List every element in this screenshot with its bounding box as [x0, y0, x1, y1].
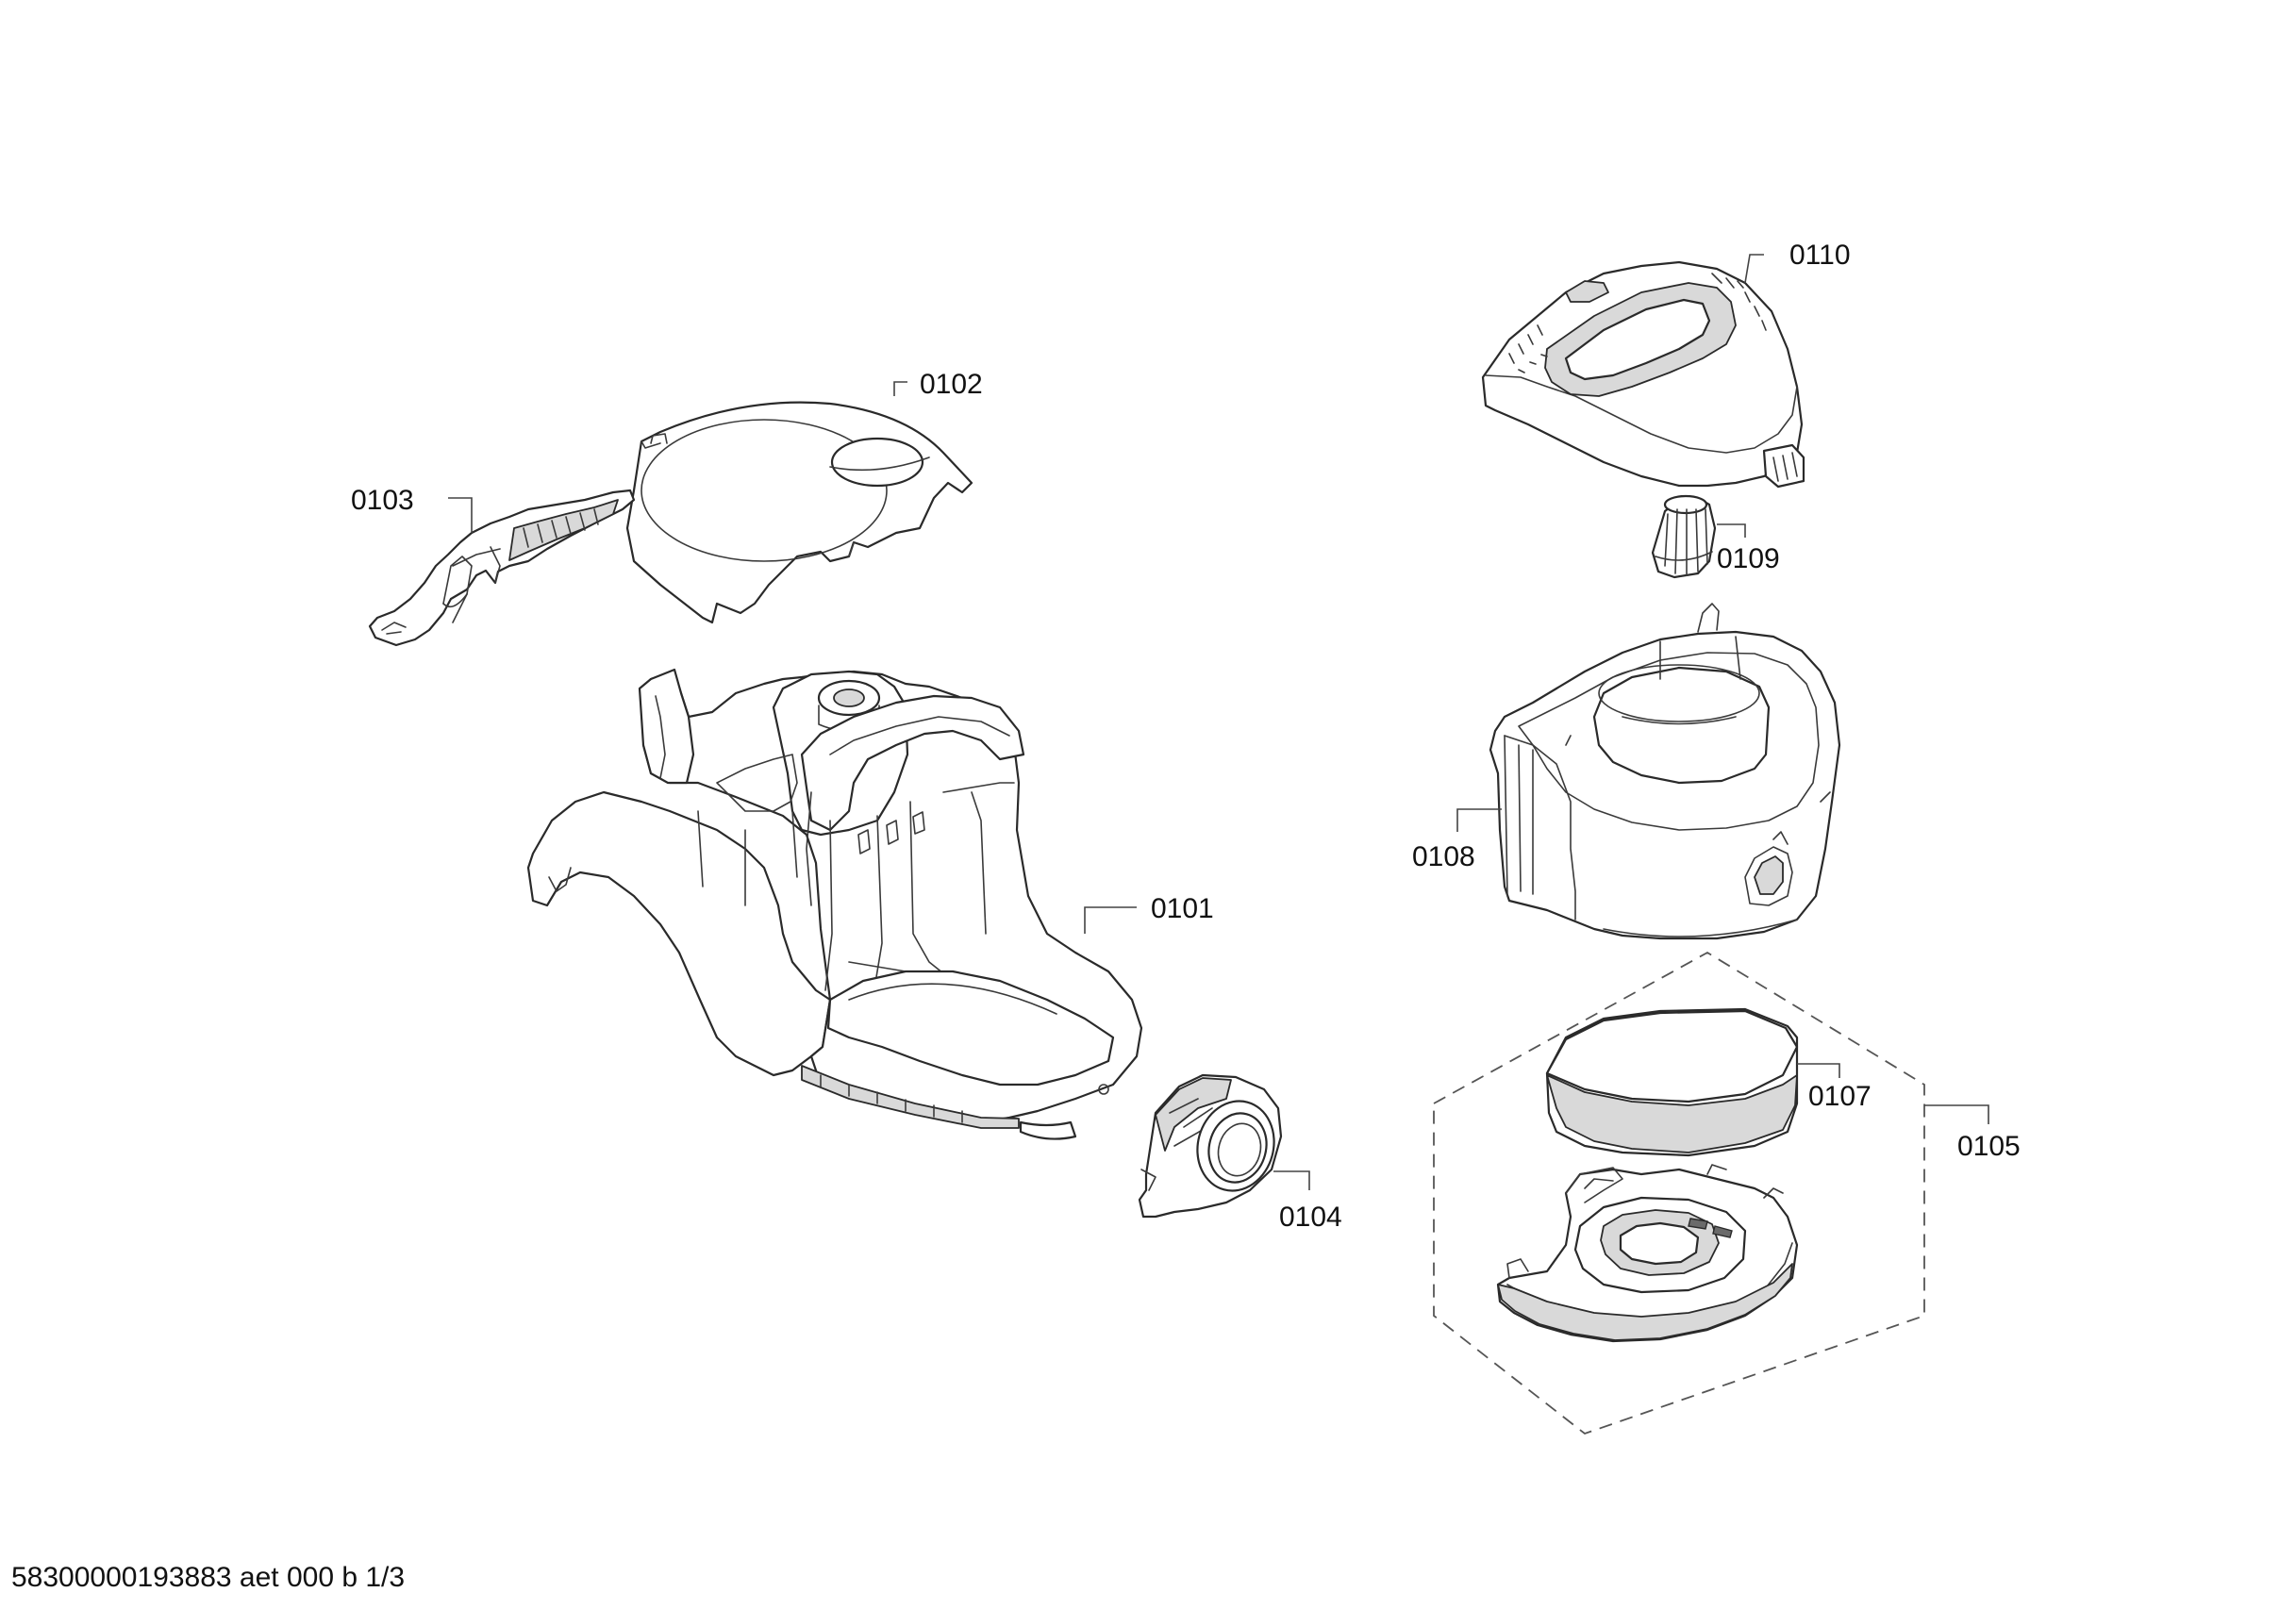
leader-0110: [1744, 254, 1764, 284]
label-0104: 0104: [1279, 1202, 1342, 1233]
label-0108: 0108: [1412, 841, 1475, 872]
part-0109-knob[interactable]: [1651, 494, 1717, 579]
part-0102-top-cover[interactable]: [625, 401, 973, 624]
part-0108-dust-container[interactable]: [1489, 603, 1841, 940]
leader-0101: [1084, 906, 1137, 934]
leader-0103: [448, 497, 473, 533]
label-0110: 0110: [1789, 240, 1851, 271]
leader-0105: [1924, 1104, 1989, 1124]
label-0109: 0109: [1717, 543, 1780, 574]
label-0107: 0107: [1808, 1081, 1872, 1112]
label-0103: 0103: [351, 485, 414, 516]
label-0102: 0102: [920, 369, 983, 400]
leader-0104: [1273, 1170, 1310, 1190]
part-0107-filter[interactable]: [1545, 1007, 1799, 1157]
leader-0109: [1717, 523, 1746, 538]
part-0110-container-lid[interactable]: [1481, 260, 1805, 489]
part-0103-handle[interactable]: [368, 489, 636, 647]
leader-0107: [1797, 1063, 1840, 1078]
document-footer-id: 58300000193883 aet 000 b 1/3: [11, 1562, 406, 1593]
group-0105-filter-assembly[interactable]: [1433, 951, 1925, 1435]
leader-0102: [893, 381, 907, 396]
leader-0108: [1456, 808, 1502, 832]
part-0104-hose-connector[interactable]: [1138, 1073, 1284, 1219]
part-0101-housing[interactable]: [526, 668, 1143, 1140]
label-0105: 0105: [1957, 1131, 2021, 1162]
label-0101: 0101: [1151, 893, 1214, 924]
filter-tray[interactable]: [1496, 1164, 1799, 1343]
